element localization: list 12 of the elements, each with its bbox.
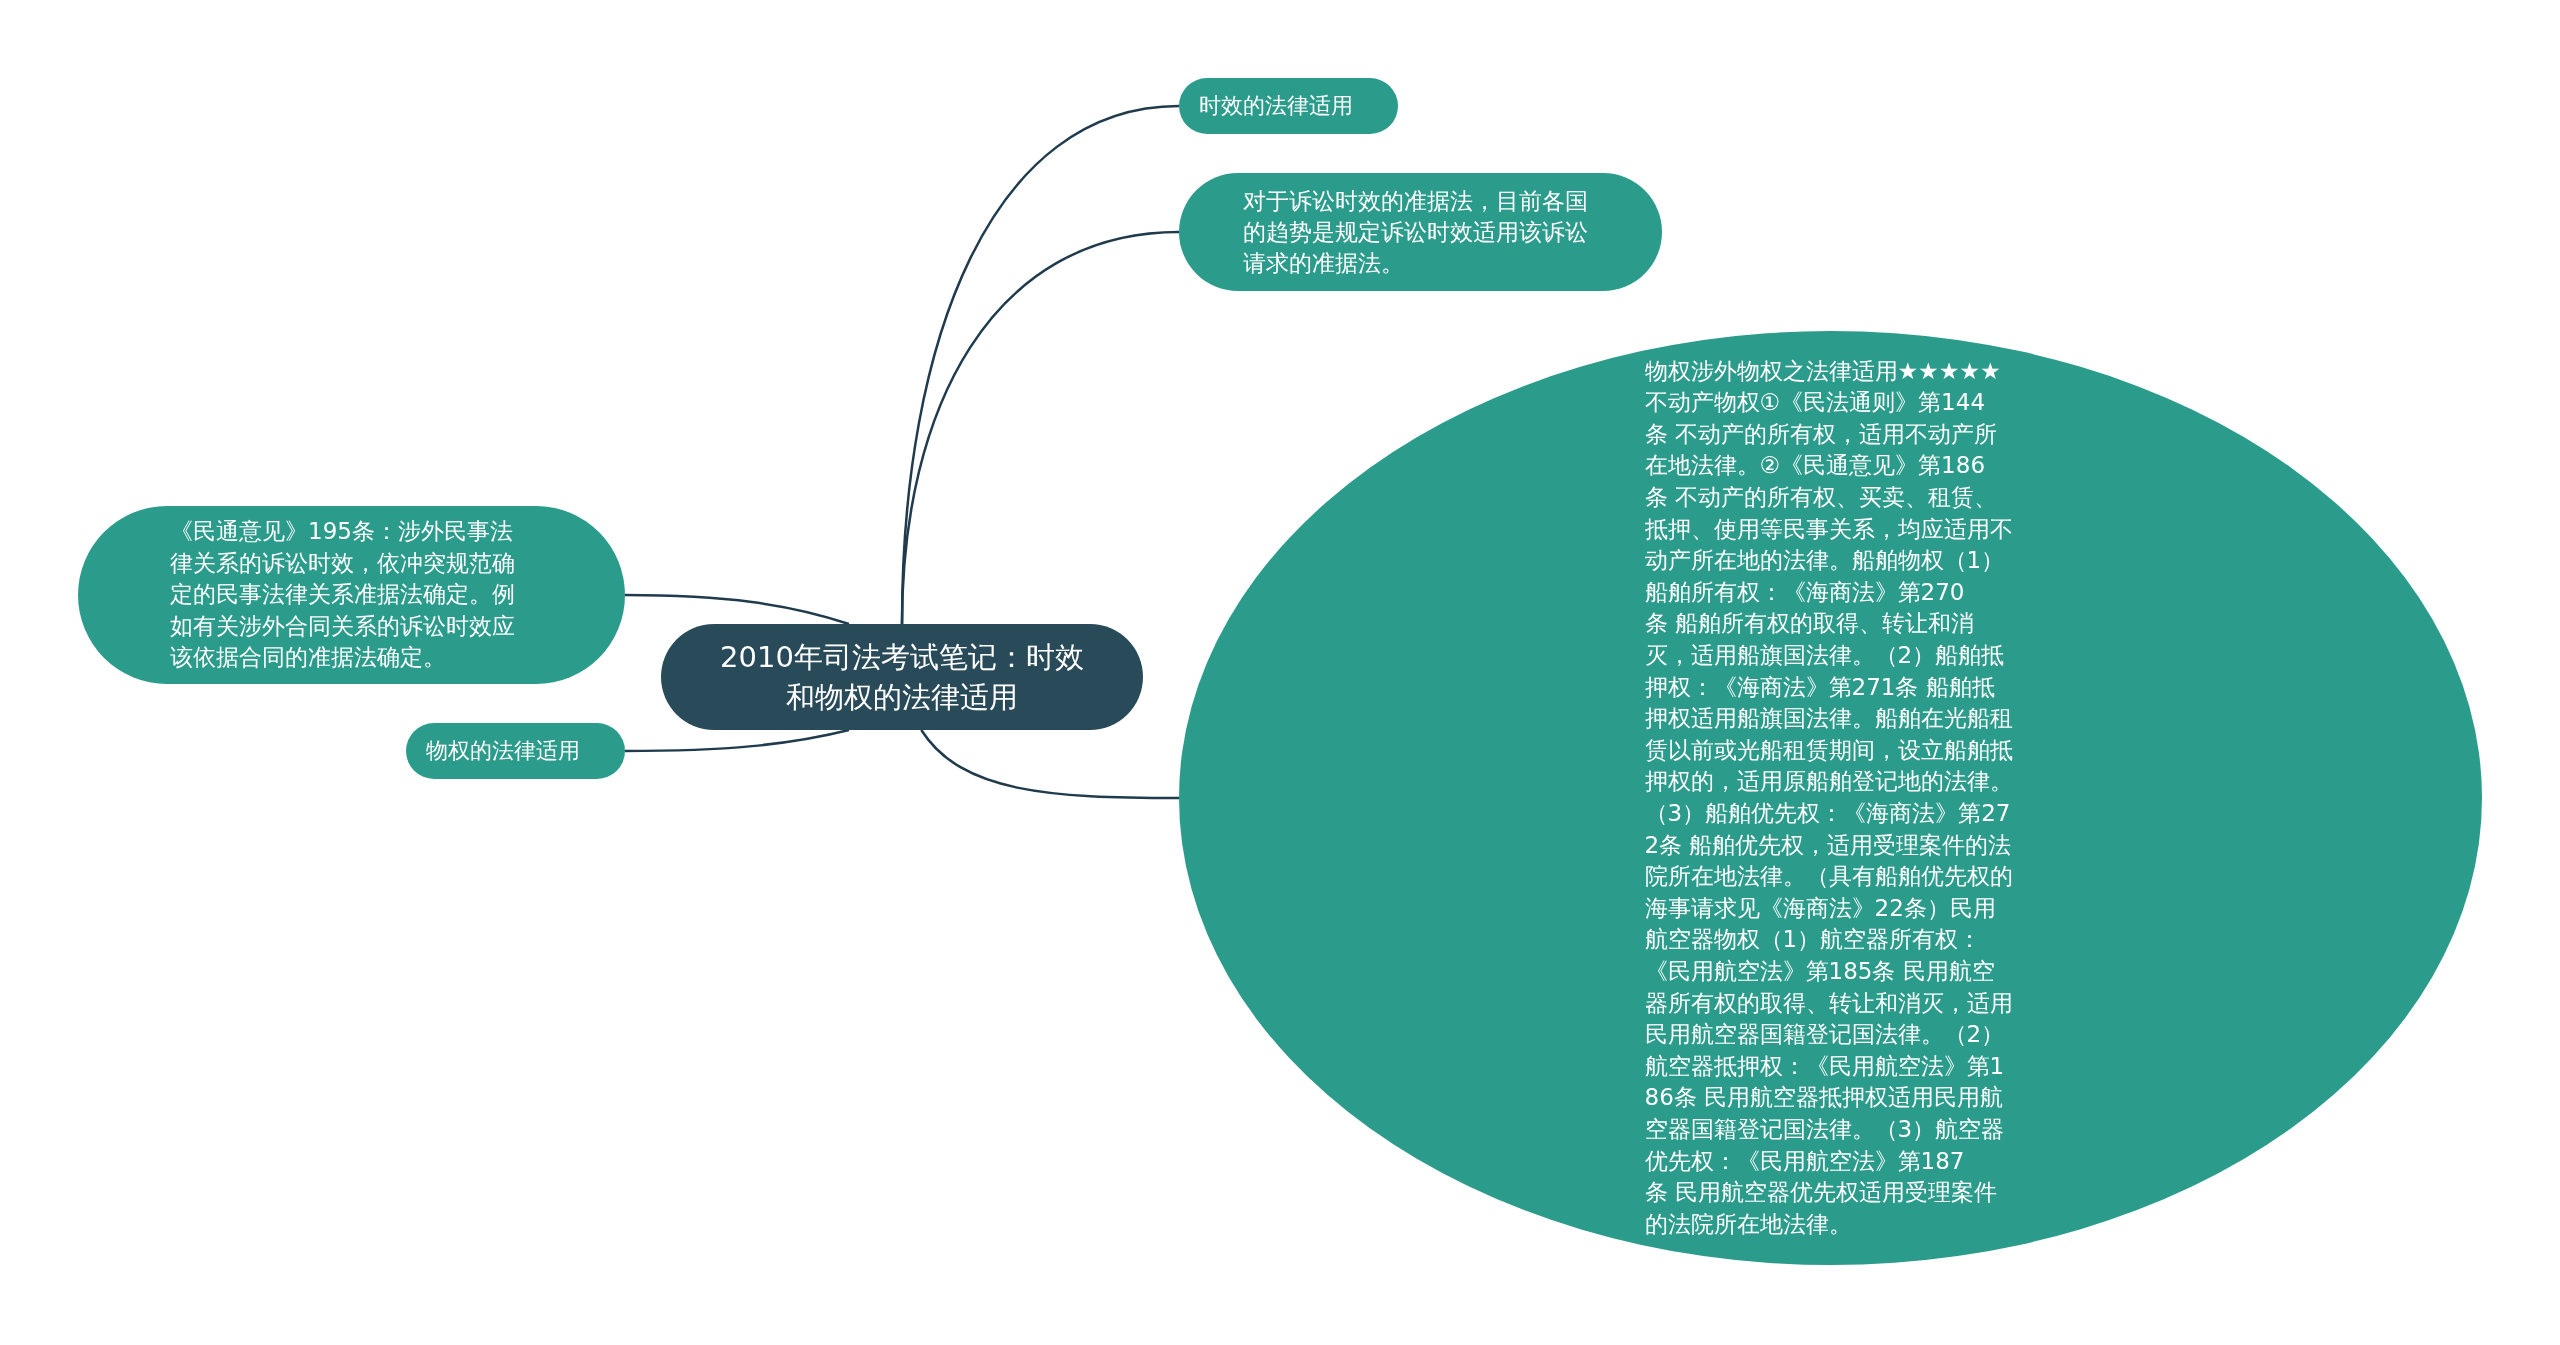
topic-text: 对于诉讼时效的准据法，目前各国的趋势是规定诉讼时效适用该诉讼请求的准据法。 <box>1242 186 1589 278</box>
connector-line <box>625 728 850 753</box>
topic-text: 物权涉外物权之法律适用★★★★★不动产物权①《民法通则》第144条 不动产的所有权，适用不动产所在地法律。②《民通意见》第186条 不动产的所有权、买卖、租赁、抵押、使用等民事关系，均应适用不动产所在地的法律。船舶物权（1）船舶所有权：《海商法》第270条 船舶所有权的取得、转让和消灭，适用船旗国法律。（2）船舶抵押权：《海商法》第271条 船舶抵押权适用船旗国法律。船舶在光船租赁以前或光船租赁期间，设立船舶抵押权的，适用原船舶登记地的法律。（3）船舶优先权：《海商法》第272条 船舶优先权，适用受理案件的法院所在地法律。（具有船舶优先权的海事请求见《海商法》22条）民用航空器物权（1）航空器所有权：《民用航空法》第185条 民用航空器所有权的取得、转让和消灭，适用民用航空器国籍登记国法律。（2）航空器抵押权：《民用航空法》第186条 民用航空器抵押权适用民用航空器国籍登记国法律。（3）航空器优先权：《民用航空法》第187条 民用航空器优先权适用受理案件的法院所在地法律。 <box>1644 356 2014 1239</box>
topic-box <box>1179 78 1398 134</box>
connector-line <box>920 729 1179 800</box>
topic-text: 物权的法律适用 <box>425 737 581 765</box>
connector-line <box>625 593 850 626</box>
topic-text: 时效的法律适用 <box>1198 92 1354 120</box>
topic-text: 《民通意见》195条：涉外民事法律关系的诉讼时效，依冲突规范确定的民事法律关系准据法确定。例如有关涉外合同关系的诉讼时效应该依据合同的准据法确定。 <box>170 517 516 673</box>
topic-box <box>406 723 625 779</box>
topic-title: 2010年司法考试笔记：时效和物权的法律适用 <box>719 639 1085 716</box>
connector-line <box>900 230 1180 625</box>
